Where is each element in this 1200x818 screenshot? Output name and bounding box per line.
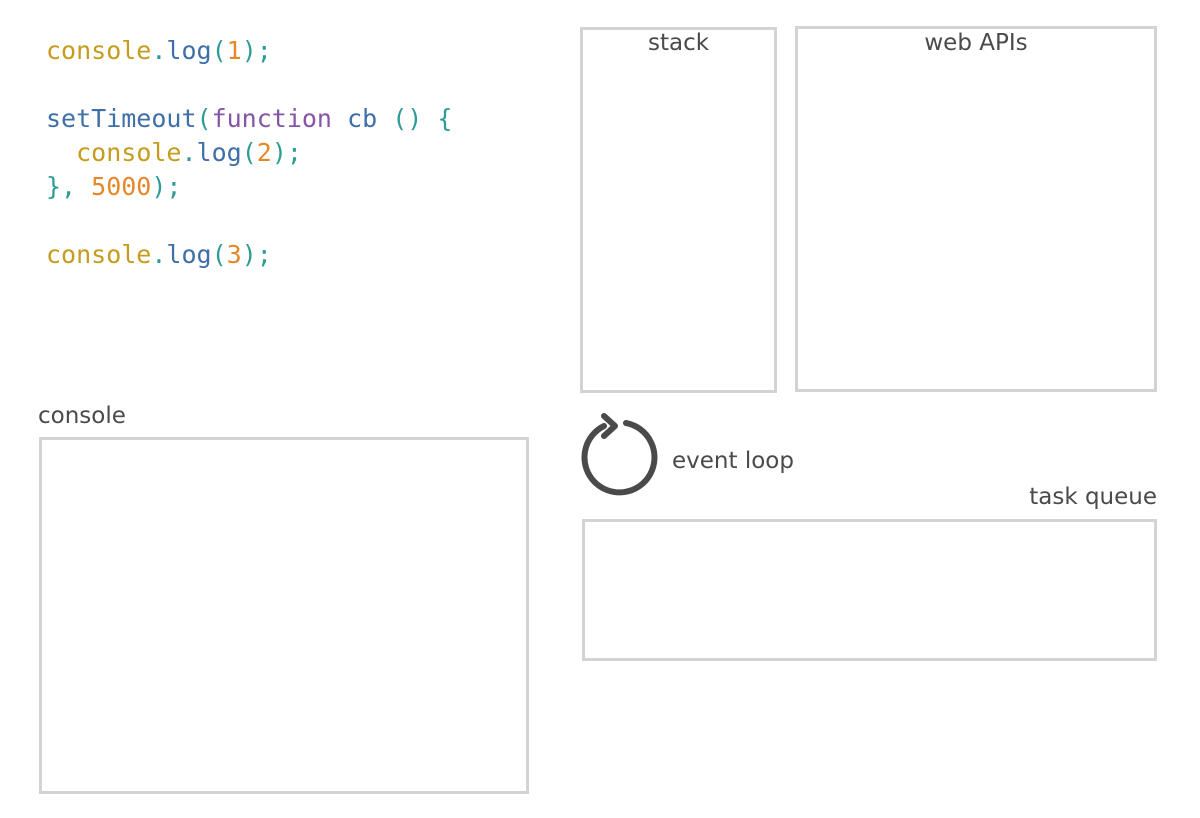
code-token: (: [211, 36, 227, 65]
code-line: console.log(1);: [46, 34, 452, 68]
code-line: console.log(2);: [46, 136, 452, 170]
code-token: [46, 138, 76, 167]
task-queue-title: task queue: [1029, 484, 1157, 510]
console-panel: [39, 437, 529, 794]
code-line: [46, 204, 452, 238]
circular-arrow-icon: [581, 413, 658, 496]
code-token: log: [196, 138, 242, 167]
code-token: console: [76, 138, 182, 167]
code-token: setTimeout: [46, 104, 197, 133]
web-apis-panel: [795, 26, 1157, 392]
code-token: .: [181, 138, 197, 167]
code-token: 3: [226, 240, 242, 269]
code-token: 1: [226, 36, 242, 65]
code-token: () {: [377, 104, 453, 133]
code-token: (: [196, 104, 212, 133]
console-title: console: [38, 403, 126, 429]
code-token: );: [151, 172, 182, 201]
code-line: [46, 68, 452, 102]
code-token: 5000: [91, 172, 152, 201]
code-token: 2: [256, 138, 272, 167]
code-token: cb: [347, 104, 378, 133]
code-token: );: [241, 36, 272, 65]
code-token: },: [46, 172, 92, 201]
code-token: [332, 104, 347, 133]
code-line: console.log(3);: [46, 238, 452, 272]
code-token: console: [46, 36, 152, 65]
code-token: .: [151, 240, 167, 269]
code-token: .: [151, 36, 167, 65]
code-token: (: [241, 138, 257, 167]
web-apis-title: web APIs: [924, 30, 1028, 56]
code-line: setTimeout(function cb () {: [46, 102, 452, 136]
stack-panel: [580, 27, 777, 393]
event-loop-label: event loop: [672, 448, 794, 474]
code-token: );: [271, 138, 302, 167]
code-token: log: [166, 36, 212, 65]
stack-title: stack: [647, 30, 710, 56]
code-token: function: [211, 104, 332, 133]
code-token: (: [211, 240, 227, 269]
code-line: }, 5000);: [46, 170, 452, 204]
code-token: );: [241, 240, 272, 269]
task-queue-panel: [582, 519, 1157, 661]
code-snippet: console.log(1);setTimeout(function cb ()…: [46, 34, 452, 272]
code-token: console: [46, 240, 152, 269]
code-token: log: [166, 240, 212, 269]
